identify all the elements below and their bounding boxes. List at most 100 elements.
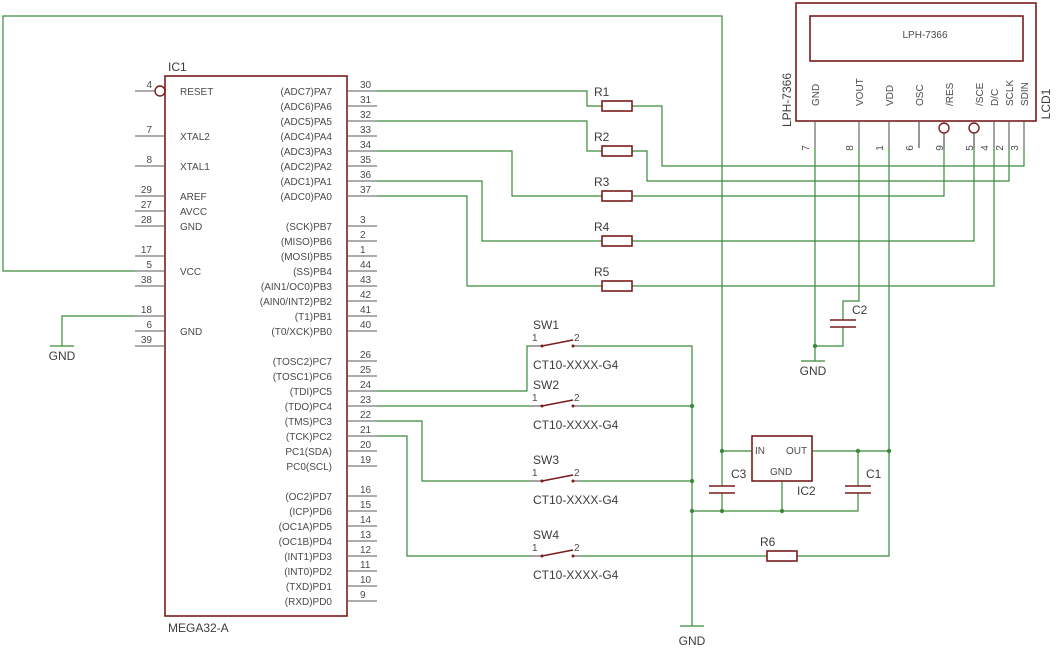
ic1-pin-number: 7 xyxy=(146,125,152,136)
lcd-inversion-bubble xyxy=(968,122,980,134)
resistor-label: R6 xyxy=(760,535,776,549)
wire-pc2-sw4 xyxy=(377,435,530,557)
switch-value: CT10-XXXX-G4 xyxy=(533,493,619,507)
ic1-pin-number: 44 xyxy=(360,260,372,271)
ic1-pin-number: 12 xyxy=(360,545,372,556)
ic1-pin-label: (OC1A)PD5 xyxy=(279,522,333,533)
ic2-gnd-label: GND xyxy=(770,467,792,478)
ic1-pin-number: 18 xyxy=(141,305,153,316)
lcd-name: LCD1 xyxy=(1039,88,1053,119)
lcd-pin-label: D/C xyxy=(990,89,1001,106)
resistor-body xyxy=(601,100,633,112)
capacitor-label: C3 xyxy=(731,467,747,481)
junction-dot xyxy=(689,478,695,484)
ic1-pin-number: 37 xyxy=(360,185,372,196)
resistor-label: R5 xyxy=(594,265,610,279)
ic1-pin-number: 36 xyxy=(360,170,372,181)
switch-lever xyxy=(541,474,574,482)
lcd-pin-label: VDD xyxy=(885,85,896,106)
switch-lever xyxy=(541,399,574,407)
switch-lever xyxy=(541,549,574,557)
ic1-pin-label: (ADC6)PA6 xyxy=(281,102,333,113)
ic1-pin-number: 27 xyxy=(141,200,153,211)
ic1-pin-number: 4 xyxy=(146,80,152,91)
switch-pin-number: 1 xyxy=(532,393,538,404)
resistor-body xyxy=(601,280,633,292)
wire-vcc xyxy=(2,15,752,452)
switch-pin-number: 2 xyxy=(574,333,580,344)
resistor-body xyxy=(601,235,633,247)
wire-vout-c2 xyxy=(842,148,860,320)
gnd-label: GND xyxy=(800,364,827,378)
ic1-pin-label: XTAL2 xyxy=(180,132,210,143)
wire-pa5 xyxy=(377,120,602,152)
wire-pa3 xyxy=(377,150,602,197)
lcd-pin-label: SCLK xyxy=(1005,80,1016,106)
ic1-pin-label: (AIN0/INT2)PB2 xyxy=(260,297,333,308)
lcd-pin-label: SDIN xyxy=(1020,82,1031,106)
capacitor-label: C1 xyxy=(866,467,882,481)
ic1-pin-number: 17 xyxy=(141,245,153,256)
ic1-pin-number: 1 xyxy=(360,245,366,256)
lcd-pin-number: 1 xyxy=(875,145,886,151)
ic1-pin-number: 10 xyxy=(360,575,372,586)
ic1-pin-label: XTAL1 xyxy=(180,162,210,173)
ic1-pin-number: 8 xyxy=(146,155,152,166)
ic1-pin-number: 24 xyxy=(360,380,372,391)
resistor-label: R2 xyxy=(594,130,610,144)
lcd-pin-number: 8 xyxy=(845,145,856,151)
ic1-pin-label: (ADC7)PA7 xyxy=(281,87,333,98)
switch-contact xyxy=(571,404,575,408)
ic1-pin-number: 9 xyxy=(360,590,366,601)
lcd-pin-label: GND xyxy=(811,84,822,106)
ic1-pin-number: 26 xyxy=(360,350,372,361)
wire-r1-sdin xyxy=(632,105,1025,167)
ic1-pin-number: 31 xyxy=(360,95,372,106)
ic1-pin-label: AREF xyxy=(180,192,207,203)
wire-r5-dc xyxy=(632,148,995,287)
resistor-body xyxy=(766,550,798,562)
ic1-pin-label: (ADC2)PA2 xyxy=(281,162,333,173)
resistor-body xyxy=(601,145,633,157)
ic1-pin-label: GND xyxy=(180,327,202,338)
capacitor-label: C2 xyxy=(852,303,868,317)
ic1-pin-label: (MOSI)PB5 xyxy=(281,252,333,263)
ic1-pin-label: (ADC0)PA0 xyxy=(281,192,333,203)
gnd-label: GND xyxy=(679,634,706,648)
wire-pa0 xyxy=(377,195,602,287)
ic1-pin-label: (ADC5)PA5 xyxy=(281,117,333,128)
wire-pc5-sw1 xyxy=(377,345,530,392)
resistor-body xyxy=(601,190,633,202)
lcd-pin-label: VOUT xyxy=(855,78,866,106)
ic1-pin-label: (TOSC1)PC6 xyxy=(273,372,333,383)
ic2-body xyxy=(751,435,813,482)
ic1-pin-label: (SS)PB4 xyxy=(293,267,332,278)
ic1-pin-number: 33 xyxy=(360,125,372,136)
ic1-pin-number: 41 xyxy=(360,305,372,316)
ic1-pin-number: 22 xyxy=(360,410,372,421)
switch-value: CT10-XXXX-G4 xyxy=(533,418,619,432)
lcd-screen-text: LPH-7366 xyxy=(902,30,947,41)
ic1-pin-number: 21 xyxy=(360,425,372,436)
switch-pin-number: 2 xyxy=(574,468,580,479)
lcd-screen xyxy=(809,15,1024,62)
lcd-pin-label: /SCE xyxy=(975,82,986,106)
ic1-pin-number: 28 xyxy=(141,215,153,226)
lcd-pin-number: 4 xyxy=(980,145,991,151)
switch-contact xyxy=(571,344,575,348)
ic1-pin-number: 38 xyxy=(141,275,153,286)
ic1-pin-label: VCC xyxy=(180,267,201,278)
junction-dot xyxy=(855,448,861,454)
switch-pin-number: 2 xyxy=(574,543,580,554)
ic1-pin-label: GND xyxy=(180,222,202,233)
ic1-name: IC1 xyxy=(168,60,187,74)
ic1-pin-number: 29 xyxy=(141,185,153,196)
ic1-pin-label: (SCK)PB7 xyxy=(286,222,333,233)
lcd-inversion-bubble xyxy=(938,122,950,134)
switch-contact xyxy=(540,479,544,483)
junction-dot xyxy=(689,508,695,514)
ic1-pin-number: 16 xyxy=(360,485,372,496)
ic1-pin-label: PC0(SCL) xyxy=(286,462,332,473)
wire-r4-sce xyxy=(632,133,975,242)
